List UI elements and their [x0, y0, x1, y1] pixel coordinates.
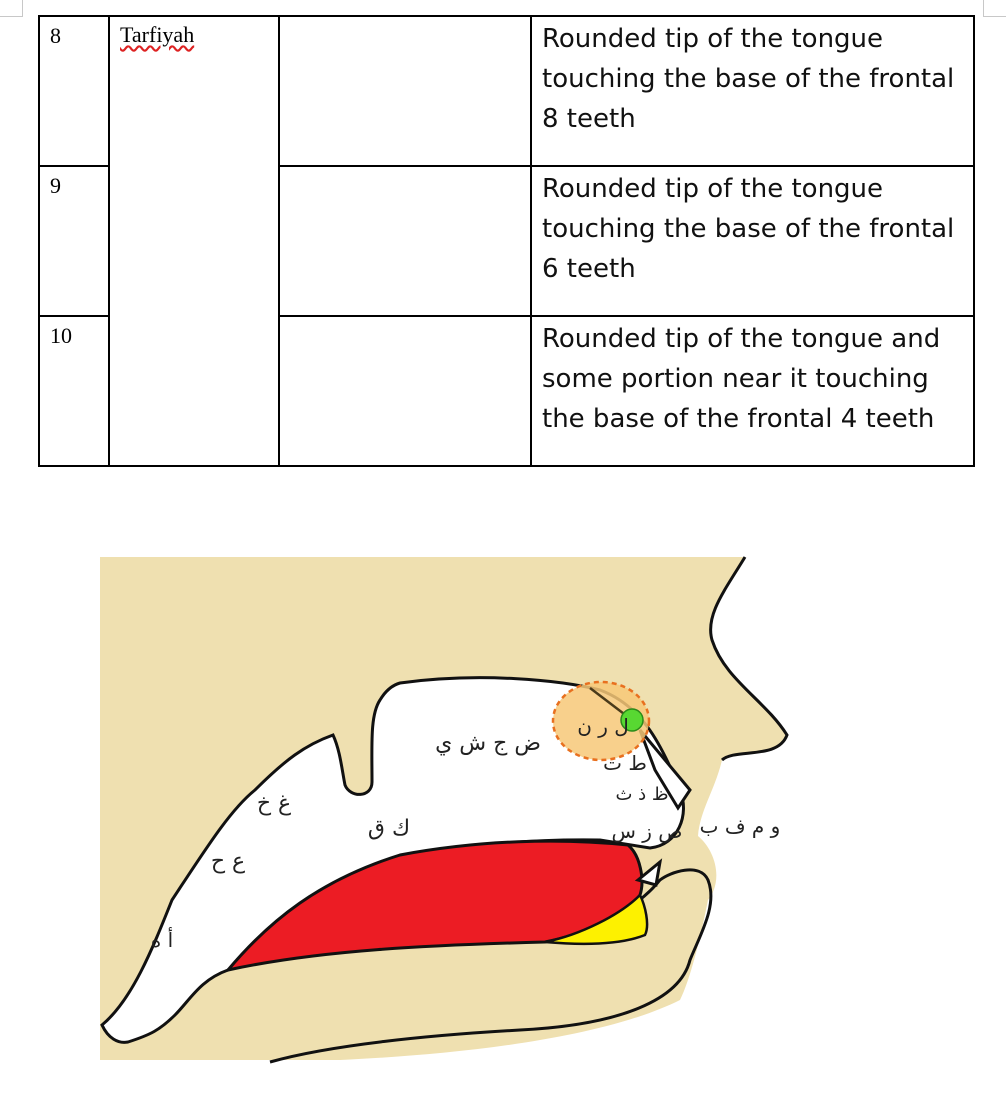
table-row: 8 Tarfiyah Rounded tip of the tongue tou… [38, 15, 975, 467]
letter-cell [278, 15, 532, 167]
description-cell: Rounded tip of the tongue touching the b… [530, 165, 975, 317]
oral-cavity [100, 676, 685, 1044]
description-cell: Rounded tip of the tongue touching the b… [530, 15, 975, 167]
description-cell: Rounded tip of the tongue and some porti… [530, 315, 975, 467]
letter-cell [278, 315, 532, 467]
label-palate-letters: ض ج ش ي [435, 731, 541, 756]
name-cell: Tarfiyah [108, 15, 280, 467]
label-dha-letters: ظ ذ ث [615, 784, 668, 805]
label-lower-throat: أ ه [151, 927, 173, 952]
row-number-cell: 8 [38, 15, 110, 167]
row-description: Rounded tip of the tongue and some porti… [542, 324, 941, 434]
label-lip-letters: و م ف ب [700, 814, 781, 838]
letter-cell [278, 165, 532, 317]
articulation-point [620, 708, 644, 732]
label-ta-letters: ط ت [603, 751, 647, 775]
row-number-cell: 10 [38, 315, 110, 467]
row-number: 8 [50, 23, 61, 48]
table-row: 10 Rounded tip of the tongue and some po… [38, 315, 975, 467]
label-mid-throat: ع ح [211, 849, 245, 874]
contact-line [589, 687, 633, 721]
table-row: 9 Rounded tip of the tongue touching the… [38, 165, 975, 317]
label-upper-throat: غ خ [257, 791, 291, 816]
row-number: 9 [50, 173, 61, 198]
label-highlight-letters: ل ر ن [577, 714, 629, 738]
row-description: Rounded tip of the tongue touching the b… [542, 24, 955, 134]
articulation-highlight [551, 680, 651, 762]
page-corner-right [983, 0, 1006, 17]
row-number-cell: 9 [38, 165, 110, 317]
row-number: 10 [50, 323, 72, 348]
tongue-underside [544, 892, 649, 945]
row-description: Rounded tip of the tongue touching the b… [542, 174, 955, 284]
lower-teeth [634, 858, 663, 887]
articulation-name: Tarfiyah [120, 22, 195, 47]
label-uvular-letters: ك ق [368, 816, 410, 841]
upper-teeth [638, 729, 692, 811]
articulation-table: 8 Tarfiyah Rounded tip of the tongue tou… [38, 15, 975, 467]
head-profile [100, 557, 787, 1060]
page-corner-left [0, 0, 23, 17]
tongue [224, 839, 644, 973]
lower-jaw-outline [227, 868, 713, 1064]
face-outline [709, 556, 789, 762]
label-sa-letters: ص ز س [612, 819, 683, 843]
